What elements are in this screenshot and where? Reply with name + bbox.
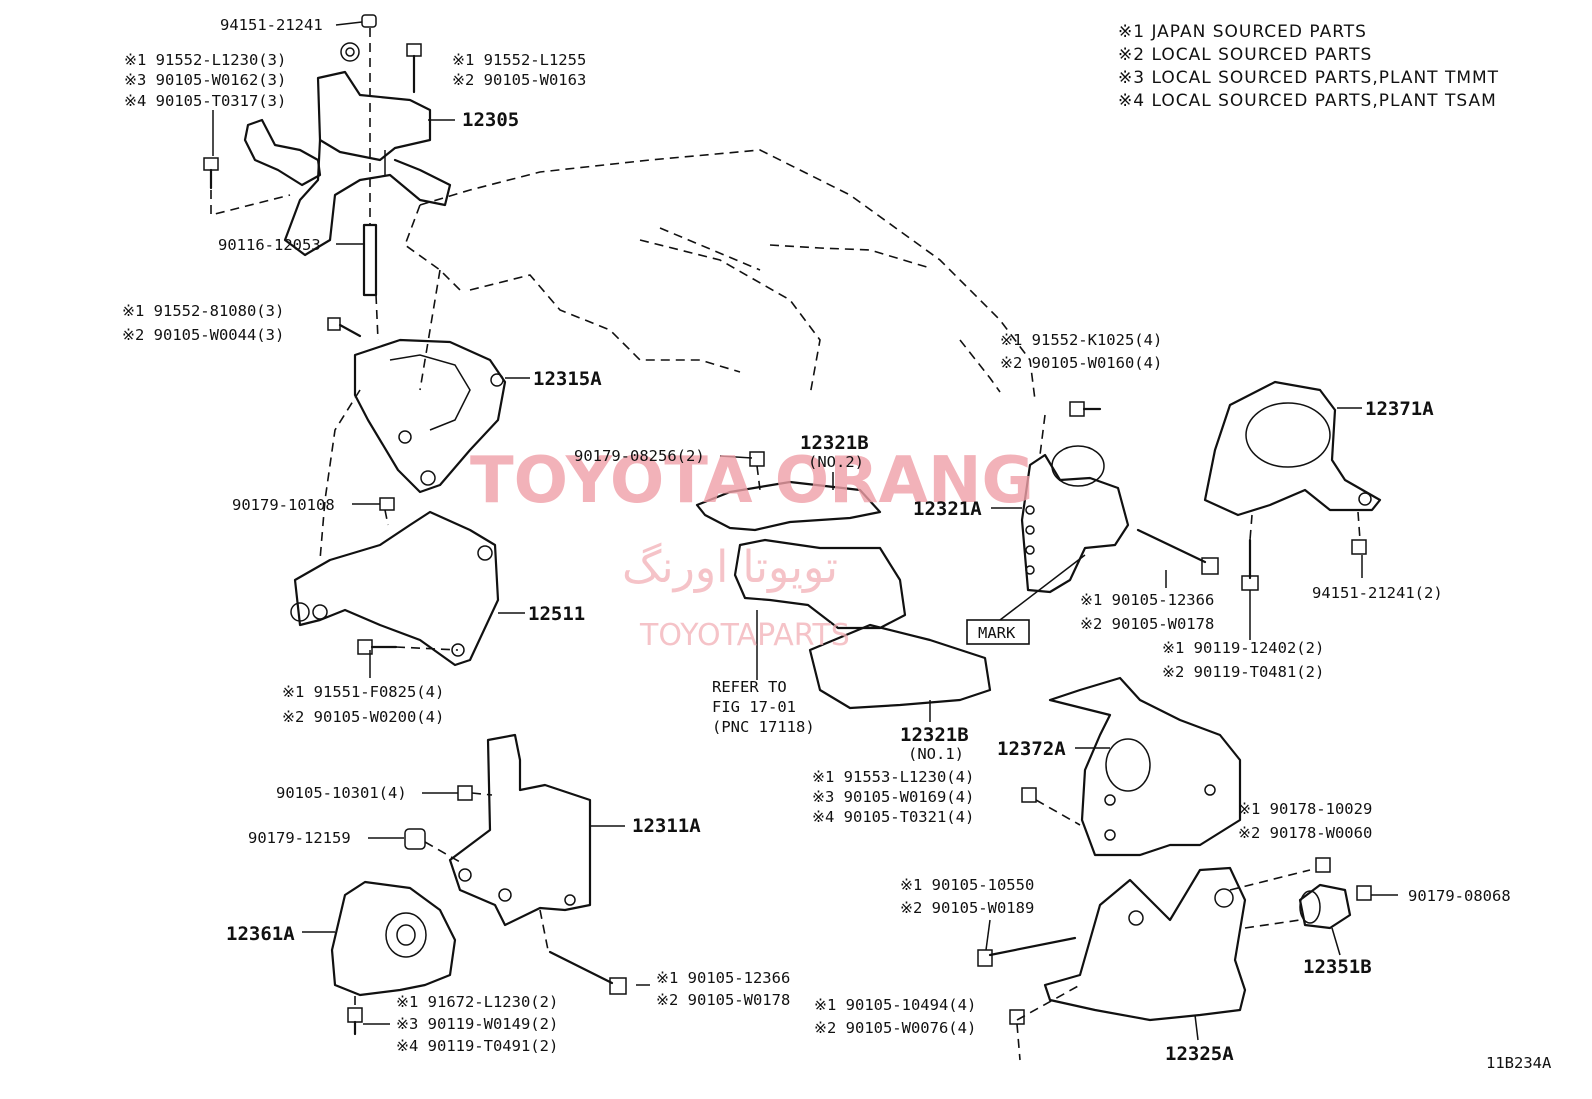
label-90105-W0044: ※2 90105-W0044(3)	[122, 326, 284, 344]
label-90105-W0189: ※2 90105-W0189	[900, 899, 1034, 917]
label-94151-21241-top: 94151-21241	[220, 16, 323, 34]
part-12371A-drawing	[1203, 380, 1382, 591]
mark-box	[966, 619, 1030, 645]
mark-label: MARK	[978, 624, 1016, 642]
label-91552-K1025: ※1 91552-K1025(4)	[1000, 331, 1162, 349]
label-90105-W0160: ※2 90105-W0160(4)	[1000, 354, 1162, 372]
label-94151-21241-right: 94151-21241(2)	[1312, 584, 1443, 602]
label-91672-L1230: ※1 91672-L1230(2)	[396, 993, 558, 1011]
label-90179-12159: 90179-12159	[248, 829, 351, 847]
watermark-persian: تویوتا اورنگ	[622, 542, 838, 593]
label-90105-W0169: ※3 90105-W0169(4)	[812, 788, 974, 806]
label-90105-T0317: ※4 90105-T0317(3)	[124, 92, 286, 110]
connection-lines	[210, 28, 1361, 1061]
note-4: ※4 LOCAL SOURCED PARTS,PLANT TSAM	[1118, 91, 1497, 111]
label-90178-W0060: ※2 90178-W0060	[1238, 824, 1372, 842]
label-90105-10494: ※1 90105-10494(4)	[814, 996, 976, 1014]
watermark-site: TOYOTAPARTS	[639, 618, 850, 653]
label-12361A: 12361A	[226, 923, 295, 945]
refer-line-3: (PNC 17118)	[712, 718, 815, 736]
label-90178-10029: ※1 90178-10029	[1238, 800, 1372, 818]
label-91551-F0825: ※1 91551-F0825(4)	[282, 683, 444, 701]
label-90105-W0200: ※2 90105-W0200(4)	[282, 708, 444, 726]
label-90119-W0149: ※3 90119-W0149(2)	[396, 1015, 558, 1033]
label-90105-12366-bottom: ※1 90105-12366	[656, 969, 790, 987]
label-90105-W0076: ※2 90105-W0076(4)	[814, 1019, 976, 1037]
label-90119-T0491: ※4 90119-T0491(2)	[396, 1037, 558, 1055]
label-12321B-top: 12321B	[800, 432, 869, 454]
part-12511-drawing	[290, 497, 500, 667]
part-labels: 94151-21241 ※1 91552-L1230(3) ※3 90105-W…	[122, 16, 1552, 1072]
refer-line-2: FIG 17-01	[712, 698, 796, 716]
label-90179-08256: 90179-08256(2)	[574, 447, 705, 465]
refer-line-1: REFER TO	[712, 678, 787, 696]
part-12315A-drawing	[327, 317, 507, 494]
label-no1: (NO.1)	[908, 745, 964, 763]
label-12351B: 12351B	[1303, 956, 1372, 978]
label-12311A: 12311A	[632, 815, 701, 837]
label-12371A: 12371A	[1365, 398, 1434, 420]
label-91552-L1255: ※1 91552-L1255	[452, 51, 586, 69]
label-12321B-bottom: 12321B	[900, 724, 969, 746]
part-12325A-drawing	[977, 857, 1372, 1025]
label-90179-08068: 90179-08068	[1408, 887, 1511, 905]
label-91553-L1230: ※1 91553-L1230(4)	[812, 768, 974, 786]
label-90119-T0481: ※2 90119-T0481(2)	[1162, 663, 1324, 681]
label-12325A: 12325A	[1165, 1043, 1234, 1065]
label-12372A: 12372A	[997, 738, 1066, 760]
label-12315A: 12315A	[533, 368, 602, 390]
watermark: TOYOTA ORANG تویوتا اورنگ TOYOTAPARTS	[470, 444, 1034, 653]
label-12305: 12305	[462, 109, 519, 131]
label-90105-12366-right: ※1 90105-12366	[1080, 591, 1214, 609]
label-no2: (NO.2)	[808, 453, 864, 471]
sourcing-notes: ※1 JAPAN SOURCED PARTS ※2 LOCAL SOURCED …	[1118, 22, 1499, 111]
part-12311A-drawing	[404, 733, 627, 995]
label-12321A: 12321A	[913, 498, 982, 520]
label-90105-10550: ※1 90105-10550	[900, 876, 1034, 894]
label-90119-12402: ※1 90119-12402(2)	[1162, 639, 1324, 657]
part-12372A-drawing	[1021, 676, 1242, 857]
label-90105-10301: 90105-10301(4)	[276, 784, 407, 802]
label-90179-10108: 90179-10108	[232, 496, 335, 514]
note-2: ※2 LOCAL SOURCED PARTS	[1118, 45, 1372, 65]
leader-lines	[212, 21, 1398, 1041]
label-91552-81080: ※1 91552-81080(3)	[122, 302, 284, 320]
label-91552-L1230: ※1 91552-L1230(3)	[124, 51, 286, 69]
label-90105-W0178-right: ※2 90105-W0178	[1080, 615, 1214, 633]
label-12511: 12511	[528, 603, 585, 625]
label-90105-T0321: ※4 90105-T0321(4)	[812, 808, 974, 826]
note-3: ※3 LOCAL SOURCED PARTS,PLANT TMMT	[1118, 68, 1499, 88]
part-12361A-drawing	[330, 880, 457, 1036]
label-90116-12053: 90116-12053	[218, 236, 321, 254]
figure-code: 11B234A	[1486, 1054, 1552, 1072]
label-90105-W0162: ※3 90105-W0162(3)	[124, 71, 286, 89]
part-12321A-drawing	[1020, 401, 1219, 594]
note-1: ※1 JAPAN SOURCED PARTS	[1118, 22, 1367, 42]
label-90105-W0163: ※2 90105-W0163	[452, 71, 586, 89]
watermark-main: TOYOTA ORANG	[470, 444, 1034, 518]
engine-outline	[319, 149, 1036, 561]
label-90105-W0178-bottom: ※2 90105-W0178	[656, 991, 790, 1009]
